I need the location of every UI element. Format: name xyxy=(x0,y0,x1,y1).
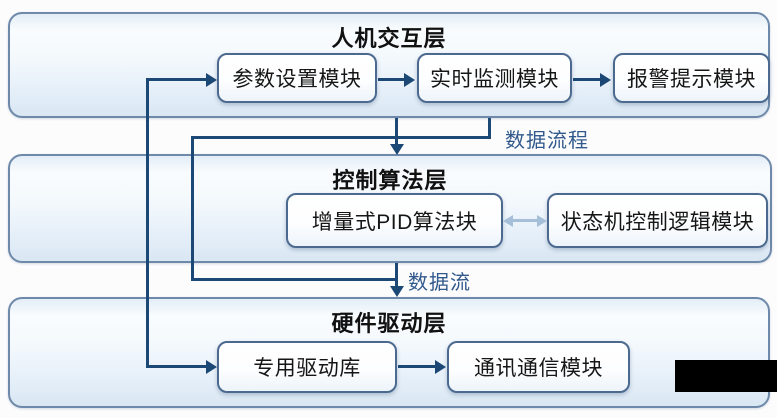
connector-monitor-to-alarm xyxy=(573,78,600,81)
connector-feedback-top xyxy=(146,78,206,81)
layer-title: 人机交互层 xyxy=(331,26,447,51)
connector-pid-statemachine xyxy=(511,219,539,222)
box-incremental-pid: 增量式PID算法块 xyxy=(286,193,503,248)
arrowhead-right-light-icon xyxy=(537,214,547,227)
connector-feedback-bottom xyxy=(146,365,206,368)
edge-label-data-flow-process: 数据流程 xyxy=(505,130,589,152)
connector-bypass-vertical xyxy=(191,136,194,281)
connector-driver-to-comm xyxy=(398,365,435,368)
arrowhead-into-driver-library-icon xyxy=(206,359,217,374)
layer-title: 硬件驱动层 xyxy=(331,311,447,336)
connector-bypass-bottom-horizontal xyxy=(191,278,398,281)
connector-l2-to-l3-vertical xyxy=(395,263,398,286)
box-realtime-monitoring: 实时监测模块 xyxy=(417,53,572,103)
edge-label-data-flow: 数据流 xyxy=(408,272,471,294)
connector-feedback-vertical xyxy=(146,78,149,368)
box-driver-library: 专用驱动库 xyxy=(217,341,397,393)
arrowhead-into-control-layer-icon xyxy=(389,144,404,155)
arrowhead-left-light-icon xyxy=(503,214,513,227)
connector-param-to-monitor xyxy=(378,78,404,81)
box-alarm-prompt: 报警提示模块 xyxy=(613,53,770,103)
layer-title: 控制算法层 xyxy=(332,168,448,193)
box-parameter-settings: 参数设置模块 xyxy=(217,53,377,103)
connector-l1-to-l2-vertical xyxy=(395,118,398,144)
arrowhead-into-alarm-box-icon xyxy=(600,72,611,87)
connector-bypass-top-horizontal xyxy=(191,136,491,139)
arrowhead-into-comm-box-icon xyxy=(435,359,446,374)
redaction-box xyxy=(675,360,777,392)
box-state-machine-logic: 状态机控制逻辑模块 xyxy=(547,193,768,248)
arrowhead-into-parameter-box-icon xyxy=(206,72,217,87)
arrowhead-into-hardware-layer-icon xyxy=(389,286,404,297)
box-communication: 通讯通信模块 xyxy=(447,341,630,393)
connector-bypass-stub xyxy=(488,118,491,139)
arrowhead-into-monitor-box-icon xyxy=(404,72,415,87)
